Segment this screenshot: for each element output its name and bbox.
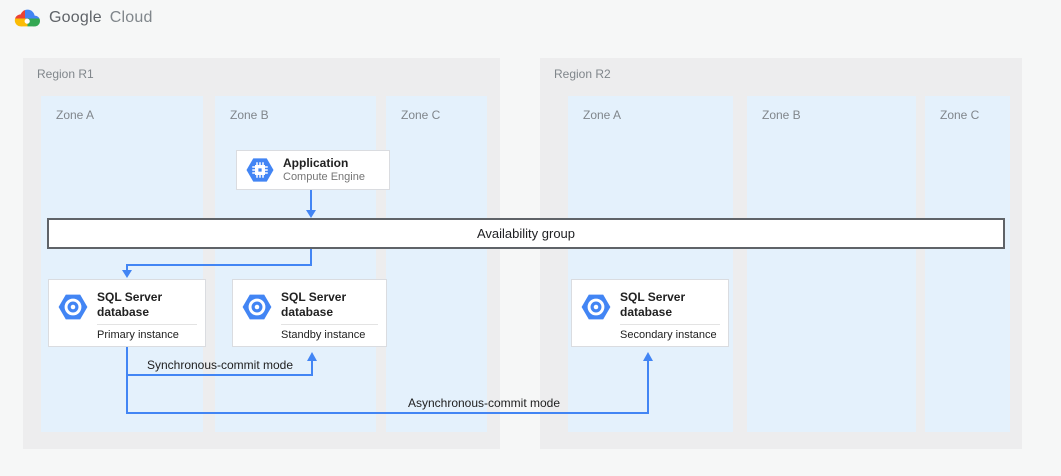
divider <box>620 324 720 325</box>
region-r2-label: Region R2 <box>554 67 611 81</box>
zone-label: Zone C <box>401 108 441 122</box>
divider <box>97 324 197 325</box>
zone-label: Zone B <box>762 108 801 122</box>
availability-group-bar: Availability group <box>47 218 1005 249</box>
region-r2-zone-a: Zone A <box>568 96 733 432</box>
sql-standby-node: SQL Server database Standby instance <box>232 279 387 347</box>
region-r1-zone-c: Zone C <box>386 96 487 432</box>
sync-commit-label: Synchronous-commit mode <box>146 358 294 372</box>
sql-standby-subtitle: Standby instance <box>281 329 366 341</box>
application-subtitle: Compute Engine <box>283 170 365 183</box>
region-r1-zone-a: Zone A <box>41 96 203 432</box>
application-title: Application <box>283 156 349 171</box>
zone-label: Zone B <box>230 108 269 122</box>
brand-google: Google <box>49 9 102 26</box>
region-r2-zone-b: Zone B <box>747 96 916 432</box>
sql-primary-node: SQL Server database Primary instance <box>48 279 206 347</box>
zone-label: Zone A <box>583 108 622 122</box>
sql-secondary-node: SQL Server database Secondary instance <box>571 279 729 347</box>
zone-label: Zone A <box>56 108 95 122</box>
brand-cloud: Cloud <box>109 9 153 26</box>
sql-primary-title: SQL Server database <box>97 290 163 319</box>
sql-secondary-subtitle: Secondary instance <box>620 329 717 341</box>
application-node: Application Compute Engine <box>236 150 390 190</box>
region-r1: Region R1 Zone A Zone B Zone C <box>23 58 500 449</box>
google-cloud-icon <box>14 8 41 28</box>
async-commit-label: Asynchronous-commit mode <box>407 396 561 410</box>
compute-engine-icon <box>246 158 274 182</box>
zone-label: Zone C <box>940 108 980 122</box>
divider <box>281 324 378 325</box>
sql-primary-subtitle: Primary instance <box>97 329 179 341</box>
region-r1-label: Region R1 <box>37 67 94 81</box>
region-r2-zone-c: Zone C <box>925 96 1010 432</box>
availability-group-label: Availability group <box>476 226 576 241</box>
google-cloud-logo: Google Cloud <box>14 8 153 28</box>
sql-database-icon <box>242 294 272 320</box>
sql-database-icon <box>581 294 611 320</box>
sql-database-icon <box>58 294 88 320</box>
sql-standby-title: SQL Server database <box>281 290 347 319</box>
sql-secondary-title: SQL Server database <box>620 290 686 319</box>
region-r1-zone-b: Zone B <box>215 96 376 432</box>
region-r2: Region R2 Zone A Zone B Zone C <box>540 58 1022 449</box>
